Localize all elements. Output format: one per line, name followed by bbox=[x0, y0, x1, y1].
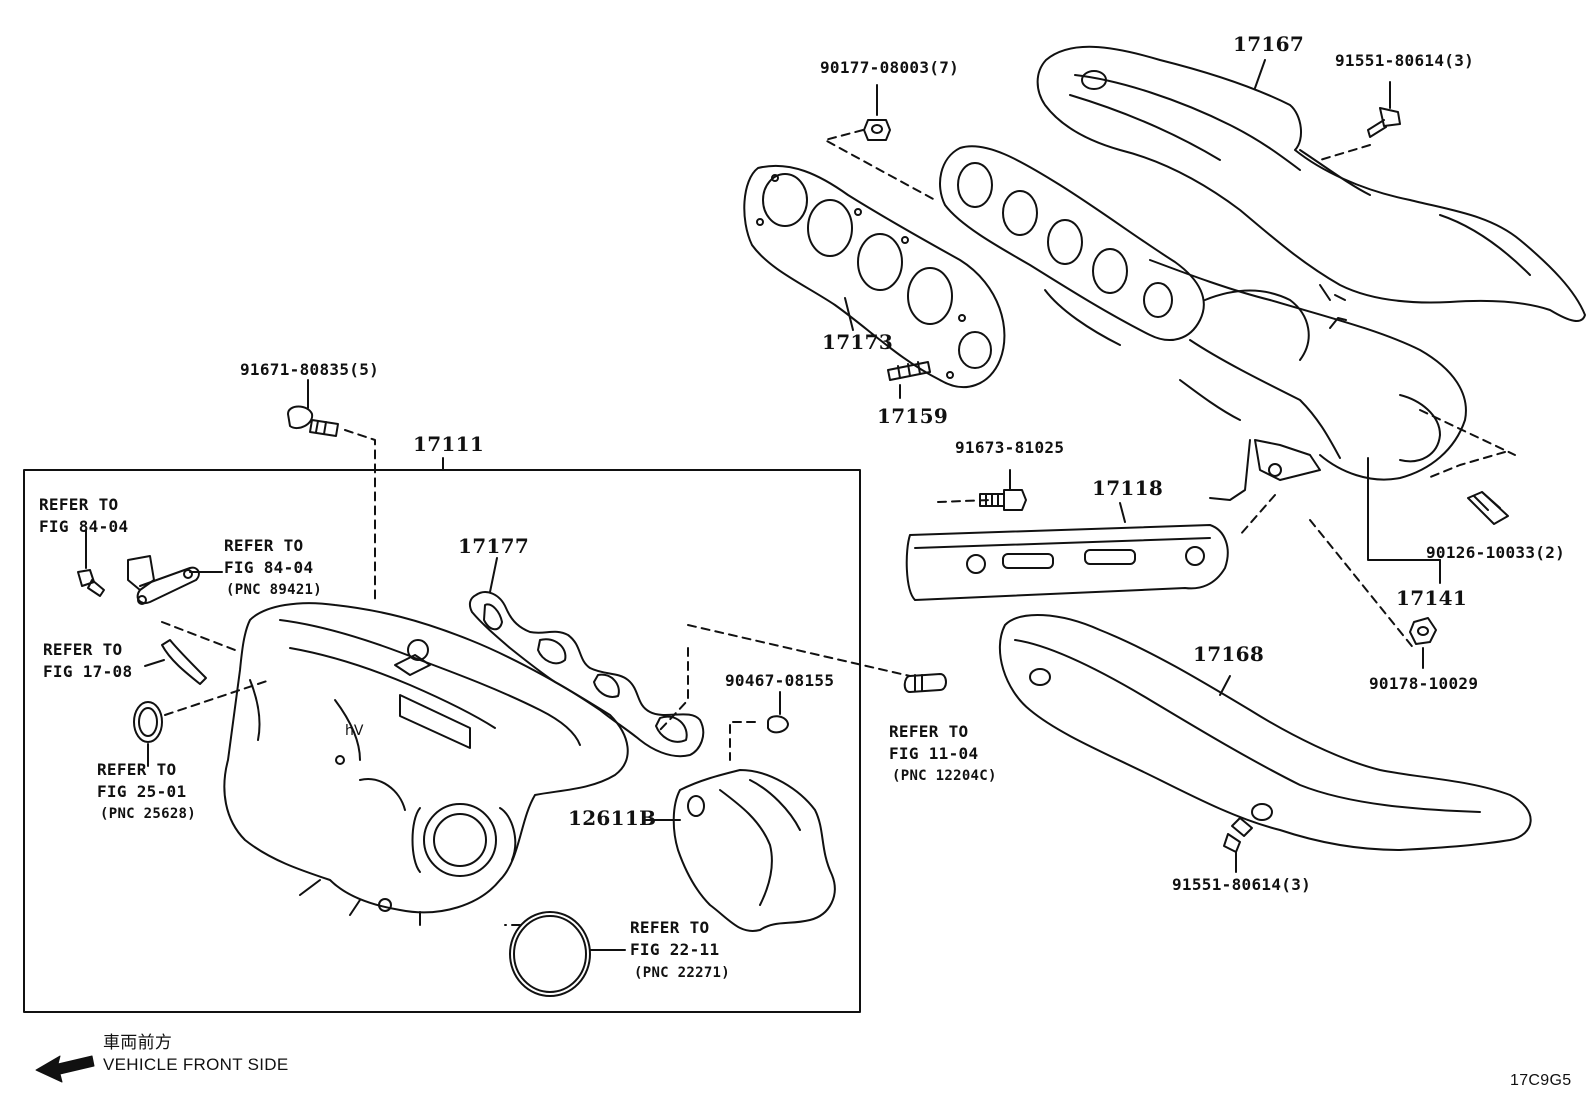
front-arrow-icon bbox=[35, 1055, 95, 1083]
bolt-91551-top bbox=[1367, 81, 1401, 138]
part-17167: 17167 bbox=[1233, 32, 1305, 56]
leader-17141 bbox=[1367, 457, 1441, 561]
part-17168: 17168 bbox=[1193, 642, 1265, 666]
part-90178: 90178-10029 bbox=[1369, 674, 1479, 693]
gasket-22-11 bbox=[509, 911, 626, 997]
part-91671: 91671-80835(5) bbox=[240, 360, 380, 379]
heat-insulator-12611B bbox=[642, 769, 836, 932]
stud-17159 bbox=[887, 361, 931, 399]
gasket-25-01 bbox=[133, 701, 163, 767]
refer-3-line1: REFER TO bbox=[43, 640, 123, 659]
refer-6-pnc: (PNC 22271) bbox=[634, 965, 731, 981]
refer-4-line2: FIG 25-01 bbox=[97, 782, 187, 801]
part-17118: 17118 bbox=[1092, 476, 1164, 500]
diagram-code: 17C9G5 bbox=[1510, 1072, 1572, 1089]
leader-17167 bbox=[1254, 59, 1266, 89]
refer-2-line2: FIG 84-04 bbox=[224, 558, 314, 577]
leader-17177 bbox=[489, 557, 498, 593]
heat-insulator-17168 bbox=[998, 613, 1532, 851]
refer-4-pnc: (PNC 25628) bbox=[100, 806, 197, 822]
refer-2-line1: REFER TO bbox=[224, 536, 304, 555]
vehicle-front-en: VEHICLE FRONT SIDE bbox=[103, 1055, 289, 1074]
intake-manifold: hV bbox=[223, 602, 629, 926]
refer-5-pnc: (PNC 12204C) bbox=[892, 768, 997, 784]
refer-6-line1: REFER TO bbox=[630, 918, 710, 937]
connector-11-04 bbox=[903, 673, 947, 693]
manifold-gasket-17173 bbox=[743, 164, 1006, 389]
nut-90178 bbox=[1409, 617, 1437, 669]
part-91551-top: 91551-80614(3) bbox=[1335, 51, 1475, 70]
refer-5-line1: REFER TO bbox=[889, 722, 969, 741]
part-17177: 17177 bbox=[458, 534, 530, 558]
bolt-84-04 bbox=[77, 529, 105, 597]
manifold-stay-17118 bbox=[905, 524, 1229, 601]
exhaust-manifold-17141 bbox=[939, 145, 1467, 501]
refer-4-line1: REFER TO bbox=[97, 760, 177, 779]
part-90126: 90126-10033(2) bbox=[1426, 543, 1566, 562]
bolt-91551-bottom bbox=[1223, 817, 1253, 873]
refer-3-line2: FIG 17-08 bbox=[43, 662, 133, 681]
refer-6-line2: FIG 22-11 bbox=[630, 940, 720, 959]
refer-5-line2: FIG 11-04 bbox=[889, 744, 979, 763]
leader-17118 bbox=[1119, 502, 1126, 523]
part-12611B: 12611B bbox=[568, 806, 657, 830]
hose-17-08 bbox=[144, 639, 207, 685]
refer-1-line2: FIG 84-04 bbox=[39, 517, 129, 536]
part-17173: 17173 bbox=[822, 330, 894, 354]
bolt-91673 bbox=[979, 469, 1027, 511]
part-17111: 17111 bbox=[413, 432, 485, 456]
stud-90126 bbox=[1467, 491, 1509, 525]
bolt-90467 bbox=[767, 691, 789, 734]
refer-1-line1: REFER TO bbox=[39, 495, 119, 514]
part-91551-bottom: 91551-80614(3) bbox=[1172, 875, 1312, 894]
part-90177: 90177-08003(7) bbox=[820, 58, 960, 77]
leader-17173 bbox=[844, 297, 854, 331]
bolt-91671 bbox=[287, 379, 339, 437]
refer-2-pnc: (PNC 89421) bbox=[226, 582, 323, 598]
dashed-leaders bbox=[161, 129, 1516, 926]
part-90467: 90467-08155 bbox=[725, 671, 835, 690]
vehicle-front-jp: 車両前方 bbox=[103, 1033, 173, 1052]
intake-gasket-17177 bbox=[468, 591, 705, 758]
sensor-89421 bbox=[127, 555, 223, 605]
heat-insulator-17167 bbox=[1036, 45, 1586, 322]
leader-17168 bbox=[1219, 675, 1231, 696]
part-17159: 17159 bbox=[877, 404, 949, 428]
part-17141: 17141 bbox=[1396, 586, 1468, 610]
svg-text:hV: hV bbox=[345, 723, 364, 739]
nut-90177 bbox=[863, 84, 891, 141]
part-91673: 91673-81025 bbox=[955, 438, 1065, 457]
